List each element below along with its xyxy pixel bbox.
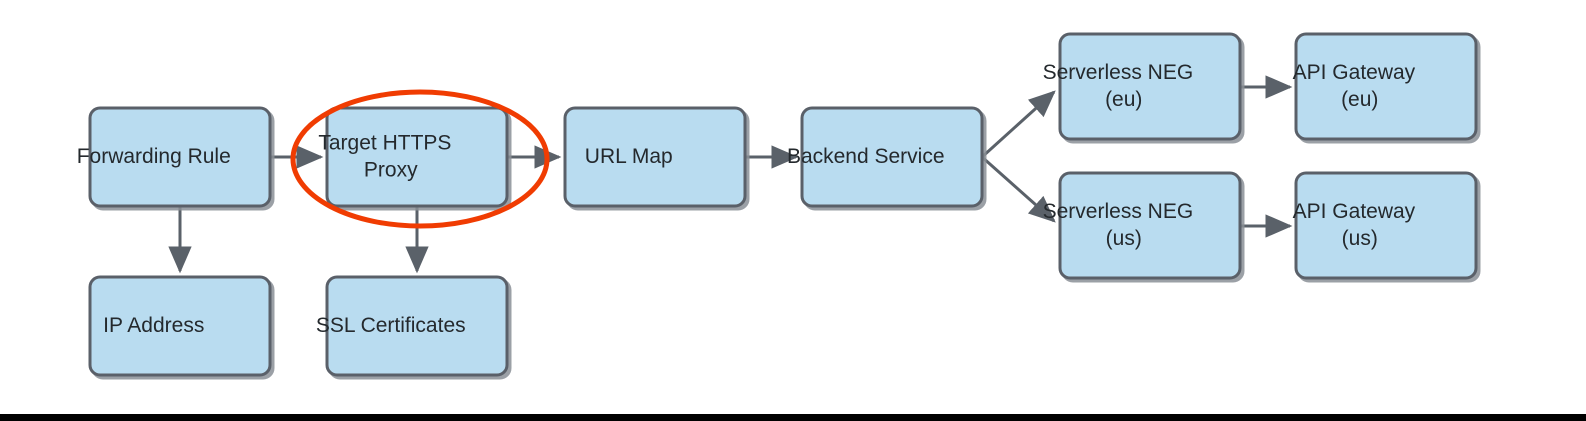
node-target-https-proxy-label: Target HTTPS Proxy (318, 131, 515, 181)
node-target-https-proxy-box[interactable] (325, 106, 509, 208)
node-api-gateway-us-line-1: API Gateway (1293, 200, 1416, 223)
node-serverless-neg-us-label: Serverless NEG (us) (1043, 200, 1258, 250)
node-serverless-neg-eu-label: Serverless NEG (eu) (1043, 61, 1258, 111)
node-url-map[interactable]: URL Map (563, 106, 747, 208)
node-ssl-certificates-label: SSL Certificates (316, 314, 518, 337)
node-url-map-line-1: URL Map (585, 145, 673, 168)
node-api-gateway-us-label: API Gateway (us) (1293, 200, 1480, 250)
node-forwarding-rule-line-1: Forwarding Rule (77, 145, 231, 168)
node-api-gateway-eu-line-1: API Gateway (1293, 61, 1416, 84)
node-target-https-proxy-line-1: Target HTTPS (318, 131, 451, 154)
node-api-gateway-eu-box[interactable] (1294, 32, 1478, 141)
node-ip-address-label: IP Address (103, 314, 257, 337)
node-forwarding-rule-box[interactable] (88, 106, 272, 208)
node-ssl-certificates-line-1: SSL Certificates (316, 314, 466, 337)
node-forwarding-rule-label: Forwarding Rule (77, 145, 284, 168)
node-ip-address-box[interactable] (88, 275, 272, 377)
edge-backend-service-to-serverless-neg-us (981, 155, 1056, 223)
node-serverless-neg-eu-box[interactable] (1058, 32, 1242, 141)
node-api-gateway-eu[interactable]: API Gateway (eu) (1293, 32, 1480, 141)
node-url-map-label: URL Map (585, 145, 725, 168)
node-target-https-proxy-line-2: Proxy (364, 158, 418, 181)
node-ssl-certificates-box[interactable] (325, 275, 509, 377)
node-api-gateway-eu-label: API Gateway (eu) (1293, 61, 1480, 111)
node-layer: Forwarding Rule Target HTTPS Proxy URL M… (77, 32, 1480, 377)
node-ip-address-line-1: IP Address (103, 314, 204, 337)
node-serverless-neg-eu[interactable]: Serverless NEG (eu) (1043, 32, 1258, 141)
node-url-map-box[interactable] (563, 106, 747, 208)
node-forwarding-rule[interactable]: Forwarding Rule (77, 106, 284, 208)
node-serverless-neg-us[interactable]: Serverless NEG (us) (1043, 171, 1258, 280)
node-api-gateway-us-box[interactable] (1294, 171, 1478, 280)
edge-backend-service-to-serverless-neg-eu (980, 90, 1056, 159)
edge-layer (168, 75, 1293, 274)
node-serverless-neg-eu-line-2: (eu) (1105, 88, 1142, 111)
node-backend-service-label: Backend Service (787, 145, 997, 168)
node-backend-service-line-1: Backend Service (787, 145, 945, 168)
node-api-gateway-us-line-2: (us) (1342, 227, 1378, 250)
node-serverless-neg-eu-line-1: Serverless NEG (1043, 61, 1194, 84)
highlight-ellipse-target-https-proxy (290, 89, 550, 229)
node-serverless-neg-us-line-1: Serverless NEG (1043, 200, 1194, 223)
node-api-gateway-us[interactable]: API Gateway (us) (1293, 171, 1480, 280)
node-target-https-proxy[interactable]: Target HTTPS Proxy (318, 106, 515, 208)
node-serverless-neg-us-line-2: (us) (1106, 227, 1142, 250)
node-ssl-certificates[interactable]: SSL Certificates (316, 275, 518, 377)
node-api-gateway-eu-line-2: (eu) (1341, 88, 1378, 111)
node-serverless-neg-us-box[interactable] (1058, 171, 1242, 280)
annotation-layer (290, 89, 550, 229)
footer-bar (0, 414, 1586, 421)
node-ip-address[interactable]: IP Address (88, 275, 272, 377)
node-backend-service[interactable]: Backend Service (787, 106, 997, 208)
node-backend-service-box[interactable] (800, 106, 984, 208)
